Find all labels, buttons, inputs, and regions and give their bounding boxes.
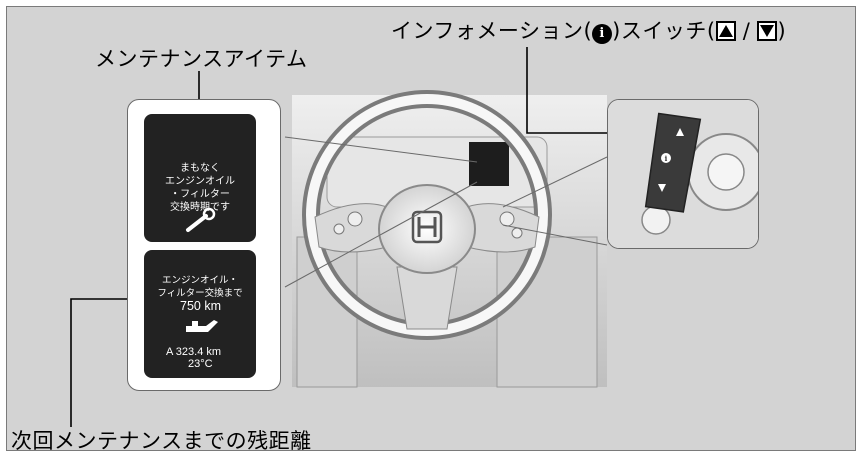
warning-line-2: エンジンオイル (165, 176, 235, 187)
illustration-frame: メンテナンスアイテム 次回メンテナンスまでの残距離 インフォメーション(i)スイ… (6, 6, 856, 451)
remaining-distance-screen: エンジンオイル・ フィルター交換まで 750 km A 323.4 km 23°… (144, 250, 256, 378)
display-zoom-panel: まもなく エンジンオイル ・フィルター 交換時期です エンジンオイル・ フィルタ… (127, 99, 281, 391)
info-switch-slash: / (735, 19, 758, 43)
warning-line-3: ・フィルター (170, 189, 230, 200)
steering-wheel-illustration (70, 47, 664, 427)
steering-switch-illustration: i (608, 100, 758, 248)
info-switch-suffix: ) (777, 19, 787, 43)
info-switch-mid: )スイッチ( (612, 19, 716, 43)
warning-line-1: まもなく (180, 163, 220, 174)
odometer-reading: A 323.4 km (166, 346, 222, 358)
warning-line-4: 交換時期です (170, 202, 230, 213)
outside-temperature: 23°C (188, 358, 213, 370)
maintenance-warning-screen: まもなく エンジンオイル ・フィルター 交換時期です (144, 114, 256, 242)
maintenance-item-label: メンテナンスアイテム (95, 47, 308, 71)
wrench-icon (186, 207, 216, 232)
oil-line-1: エンジンオイル・ (161, 275, 238, 286)
switch-zoom-panel: i (607, 99, 759, 249)
oil-can-icon (186, 320, 218, 332)
info-switch-prefix: インフォメーション( (391, 19, 593, 43)
down-button-icon (757, 21, 778, 41)
remaining-distance-label: 次回メンテナンスまでの残距離 (11, 429, 312, 451)
remaining-distance-value: 750 km (180, 299, 221, 313)
up-button-icon (715, 21, 736, 41)
info-switch-label: インフォメーション(i)スイッチ( / ) (391, 15, 786, 45)
oil-line-2: フィルター交換まで (157, 288, 243, 299)
info-icon: i (592, 24, 613, 44)
svg-text:i: i (665, 154, 668, 163)
